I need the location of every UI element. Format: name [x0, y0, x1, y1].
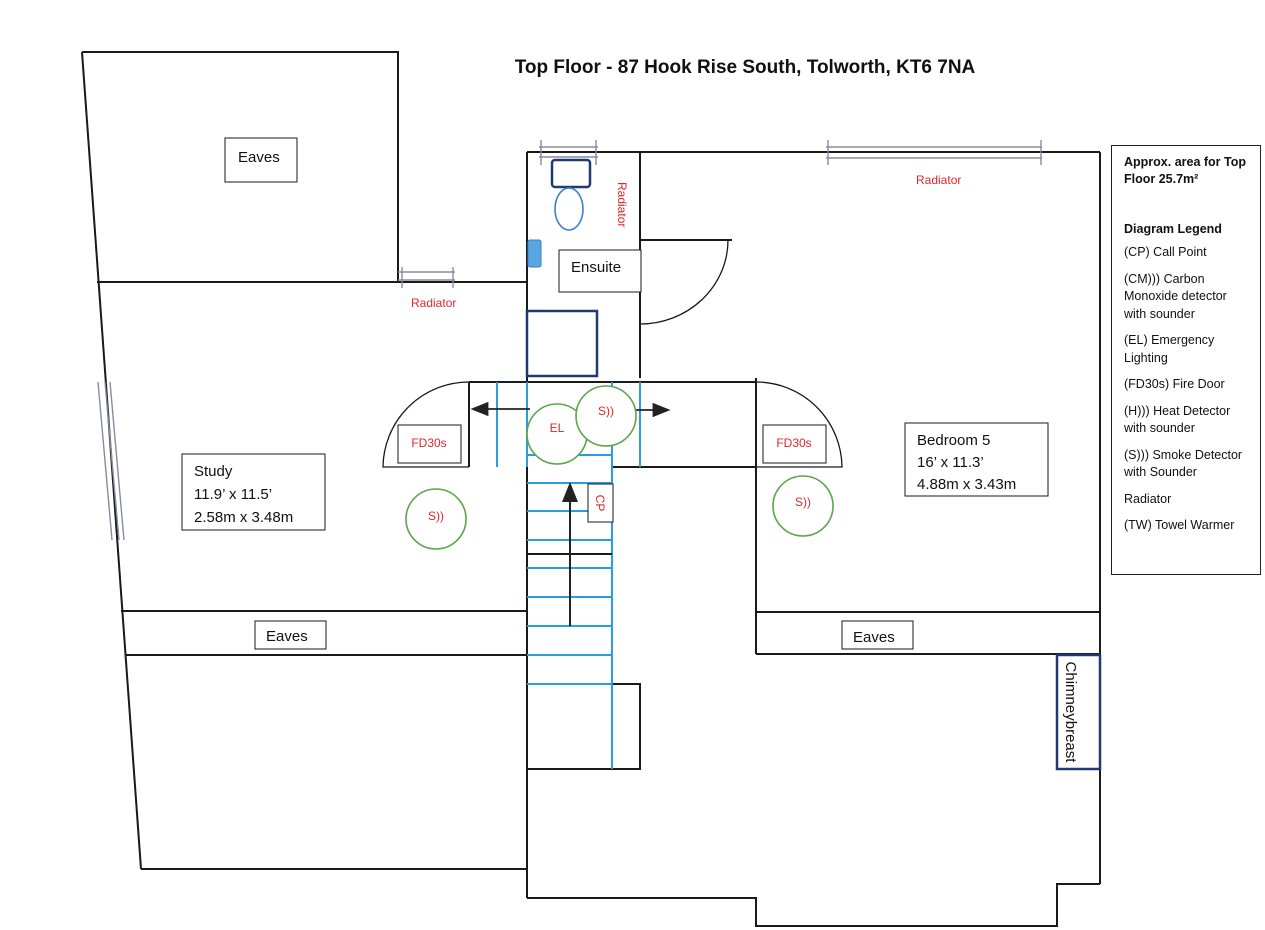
call-point-label: CP	[593, 495, 607, 512]
fire-door-left-label: FD30s	[411, 436, 446, 450]
smoke-detector-bedroom	[772, 475, 834, 537]
study-name: Study	[194, 463, 233, 480]
legend-item-call-point: (CP) Call Point	[1124, 245, 1207, 259]
eaves-right-box	[841, 620, 914, 650]
chimneybreast-label: Chimneybreast	[1062, 662, 1079, 764]
study-dim-m: 2.58m x 3.48m	[194, 509, 293, 526]
plan-title: Top Floor - 87 Hook Rise South, Tolworth…	[515, 57, 976, 78]
study-dim-ft: 11.9’ x 11.5’	[194, 486, 272, 503]
ensuite-box	[558, 249, 642, 293]
radiator-ensuite-label: Radiator	[615, 182, 629, 227]
radiator-left-label: Radiator	[411, 296, 456, 310]
legend-item-heat-detector: (H))) Heat Detector with sounder	[1124, 403, 1231, 436]
toilet-bowl	[554, 187, 584, 231]
smoke-bedroom-label: S))	[795, 495, 811, 509]
legend-item-emergency-lighting: (EL) Emergency Lighting	[1124, 333, 1215, 365]
call-point-box	[587, 483, 614, 523]
legend-item-fire-door: (FD30s) Fire Door	[1124, 377, 1225, 391]
legend-heading: Diagram Legend	[1124, 222, 1222, 236]
legend-item-co-detector: (CM))) Carbon Monoxide detector with sou…	[1124, 271, 1227, 321]
smoke-study-label: S))	[428, 509, 444, 523]
emergency-light-label: EL	[550, 421, 565, 435]
bedroom5-dim-m: 4.88m x 3.43m	[917, 476, 1016, 493]
toilet-cistern	[550, 158, 592, 189]
approx-area: Approx. area for Top Floor 25.7m²	[1124, 155, 1247, 186]
smoke-detector-study	[405, 488, 467, 550]
ensuite-fittings	[525, 158, 599, 378]
legend-item-towel-warmer: (TW) Towel Warmer	[1124, 518, 1235, 532]
bedroom5-name: Bedroom 5	[917, 432, 990, 449]
study-box	[181, 453, 326, 531]
eaves-top-label: Eaves	[238, 149, 280, 166]
chimneybreast-box	[1055, 653, 1102, 771]
ensuite-label: Ensuite	[571, 259, 621, 276]
shower-tray	[525, 309, 599, 378]
bedroom5-box	[904, 422, 1049, 497]
left-wing-walls	[81, 51, 527, 870]
door-swings	[382, 239, 843, 468]
fire-door-left-box	[397, 424, 462, 464]
fire-door-right-box	[762, 424, 827, 464]
smoke-landing-label: S))	[598, 404, 614, 418]
study-window	[97, 381, 125, 541]
legend-item-radiator: Radiator	[1124, 491, 1172, 506]
radiator-bedroom-label: Radiator	[916, 173, 961, 187]
legend-panel: Approx. area for Top Floor 25.7m² Diagra…	[1111, 145, 1261, 575]
fire-door-right-label: FD30s	[776, 436, 811, 450]
eaves-top-box	[224, 137, 298, 183]
eaves-left-label: Eaves	[266, 628, 308, 645]
bedroom5-dim-ft: 16’ x 11.3’	[917, 454, 984, 471]
eaves-left-box	[254, 620, 327, 650]
smoke-detector-landing	[575, 385, 637, 447]
eaves-right-label: Eaves	[853, 629, 895, 646]
basin	[527, 239, 542, 268]
radiator-icons	[398, 140, 1042, 288]
legend-item-smoke-detector: (S))) Smoke Detector with Sounder	[1124, 447, 1243, 480]
